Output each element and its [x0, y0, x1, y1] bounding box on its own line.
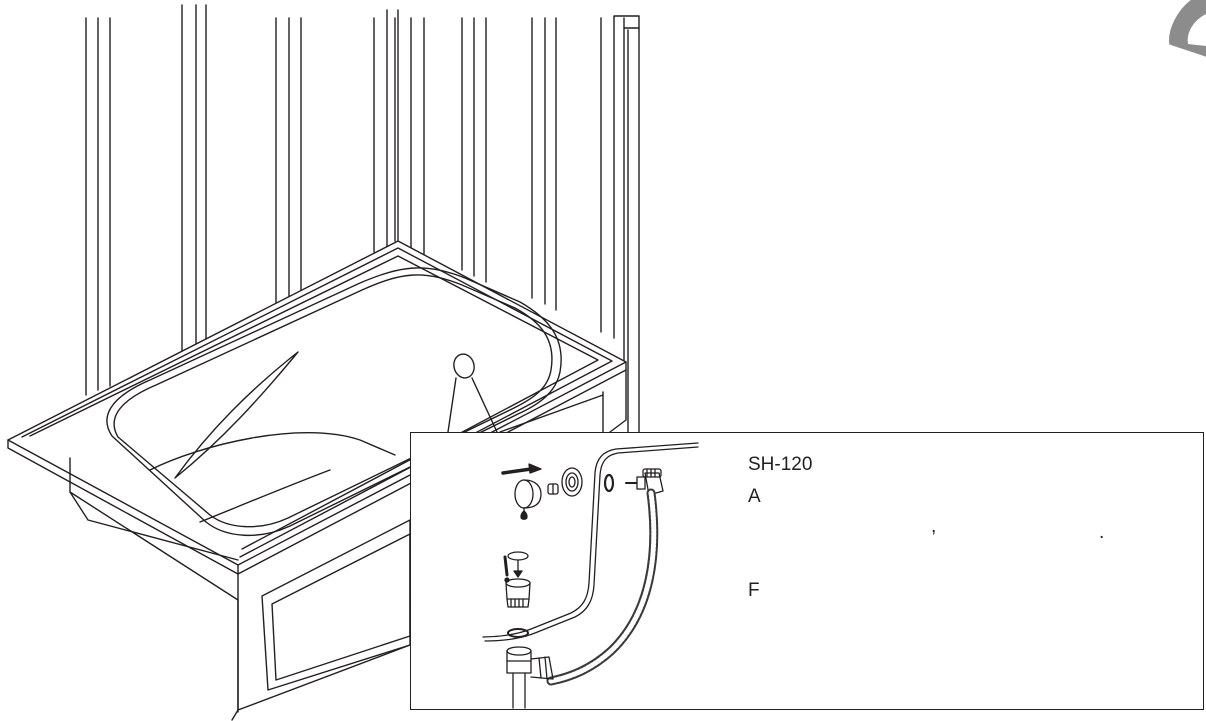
instruction-period: .	[1099, 522, 1105, 543]
instruction-line-f: F	[748, 580, 760, 601]
gasket-icon	[603, 473, 615, 493]
overflow-cap-icon	[514, 479, 542, 520]
overflow-elbow-icon	[625, 468, 664, 496]
model-number: SH-120	[748, 454, 813, 475]
flexible-hose	[546, 488, 659, 686]
instruction-comma: ,	[931, 516, 937, 537]
drain-body-icon	[505, 578, 531, 608]
warning-mark-icon	[503, 555, 510, 583]
drain-detail-callout: SH-120 A , . F	[410, 432, 1204, 710]
tub-basin	[106, 267, 562, 536]
drain-tee-icon	[506, 646, 554, 709]
overflow-flange-icon	[561, 467, 583, 497]
arrow-right-icon	[501, 463, 542, 475]
drain-stopper-icon	[507, 551, 529, 578]
instruction-line-a: A	[748, 486, 761, 507]
drain-washer-icon	[507, 628, 529, 638]
drain-kit-drawing	[482, 442, 699, 709]
screw-icon	[547, 483, 559, 495]
wall-panels	[85, 4, 640, 433]
